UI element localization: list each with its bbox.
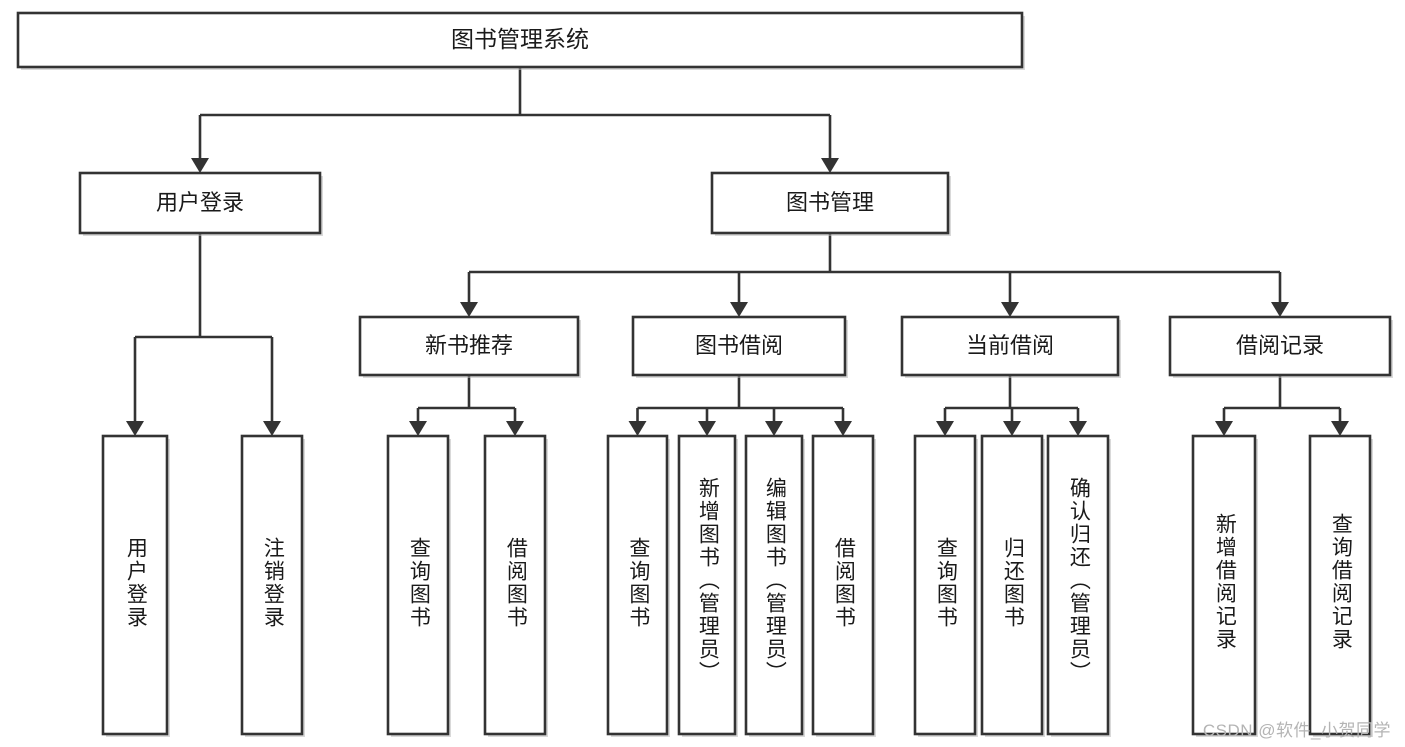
node-box-leaf_add_book[interactable]	[677, 434, 737, 736]
arrow-head-book_borrow	[730, 302, 748, 317]
arrow-head-leaf_confirm_return	[1069, 421, 1087, 436]
box-layer	[16, 11, 1393, 737]
node-box-leaf_user_login[interactable]	[101, 434, 169, 736]
node-label-current_borrow: 当前借阅	[966, 333, 1054, 358]
node-box-leaf_logout[interactable]	[240, 434, 304, 736]
arrow-head-leaf_borrow_book_1	[506, 421, 524, 436]
node-box-leaf_confirm_return[interactable]	[1046, 434, 1110, 736]
arrow-head-leaf_user_login	[126, 421, 144, 436]
node-label-book_borrow: 图书借阅	[695, 333, 783, 358]
node-box-leaf_return_book[interactable]	[980, 434, 1044, 736]
node-box-leaf_query_record[interactable]	[1308, 434, 1372, 736]
node-box-root[interactable]	[16, 11, 1024, 69]
arrow-head-leaf_add_book	[698, 421, 716, 436]
node-box-book_manage[interactable]	[710, 171, 950, 235]
node-label-borrow_record: 借阅记录	[1236, 333, 1324, 358]
node-label-root: 图书管理系统	[451, 26, 589, 52]
connector-layer	[126, 67, 1349, 436]
node-box-leaf_query_book_2[interactable]	[606, 434, 669, 736]
node-box-user_login[interactable]	[78, 171, 322, 235]
node-box-new_book_rec[interactable]	[358, 315, 580, 377]
arrow-head-leaf_query_book_2	[628, 421, 647, 436]
arrow-head-borrow_record	[1271, 302, 1289, 317]
node-box-leaf_borrow_book_2[interactable]	[811, 434, 875, 736]
arrow-head-leaf_query_book_3	[936, 421, 954, 436]
arrow-head-current_borrow	[1001, 302, 1019, 317]
node-box-leaf_borrow_book_1[interactable]	[483, 434, 547, 736]
arrow-head-leaf_return_book	[1003, 421, 1021, 436]
csdn-watermark: CSDN @软件_小贺同学	[1202, 721, 1391, 740]
arrow-head-leaf_query_record	[1331, 421, 1349, 436]
node-box-borrow_record[interactable]	[1168, 315, 1392, 377]
arrow-head-leaf_query_book_1	[409, 421, 427, 436]
node-box-leaf_query_book_1[interactable]	[386, 434, 450, 736]
arrow-head-leaf_logout	[263, 421, 281, 436]
arrow-head-leaf_add_record	[1215, 421, 1233, 436]
arrow-head-new_book_rec	[460, 302, 478, 317]
node-box-leaf_add_record[interactable]	[1191, 434, 1257, 736]
node-box-current_borrow[interactable]	[900, 315, 1120, 377]
node-box-leaf_query_book_3[interactable]	[913, 434, 977, 736]
node-label-user_login: 用户登录	[156, 190, 244, 215]
node-box-book_borrow[interactable]	[631, 315, 847, 377]
node-label-book_manage: 图书管理	[786, 190, 874, 215]
arrow-head-leaf_borrow_book_2	[834, 421, 852, 436]
node-box-leaf_edit_book[interactable]	[744, 434, 804, 736]
arrow-head-user_login	[191, 158, 209, 173]
arrow-head-book_manage	[821, 158, 839, 173]
node-label-new_book_rec: 新书推荐	[425, 333, 513, 358]
arrow-head-leaf_edit_book	[765, 421, 783, 436]
